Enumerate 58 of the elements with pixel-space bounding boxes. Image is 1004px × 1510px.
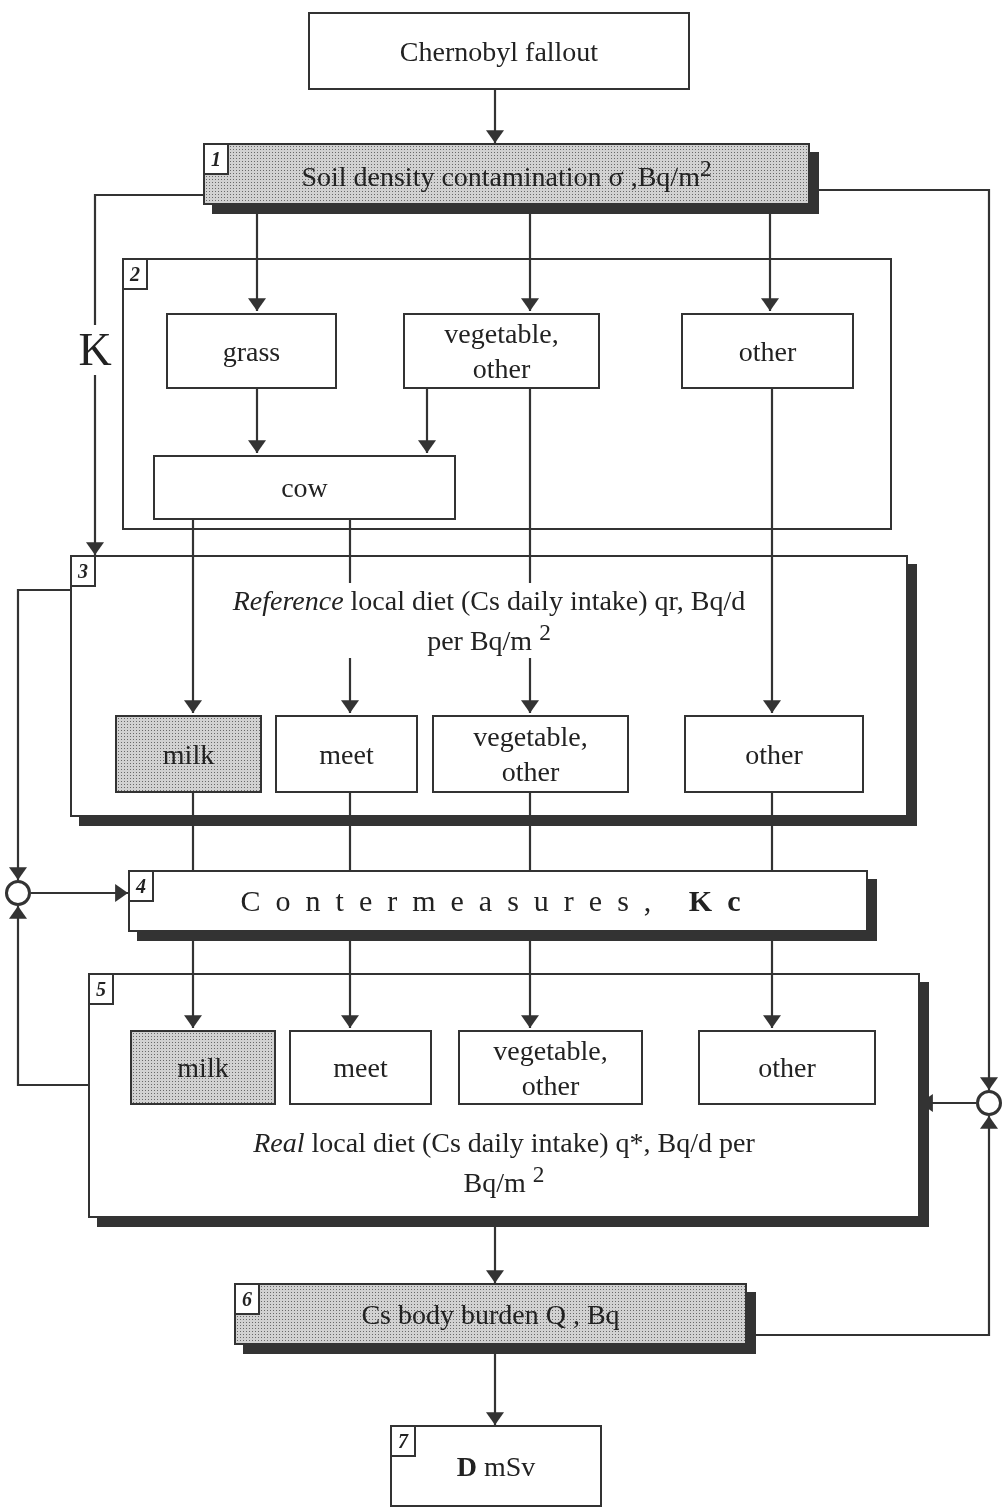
step-number: 2	[124, 260, 148, 290]
process-box	[390, 1425, 602, 1507]
process-box	[684, 715, 864, 793]
box-label: cow	[281, 471, 328, 505]
box-label: vegetable, other	[443, 317, 560, 386]
box-label: vegetable, other	[492, 1033, 609, 1103]
box-label: meet	[333, 1051, 388, 1085]
box-label: Real local diet (Cs daily intake) q*, Bq/d per Bq/m $^{2}$	[252, 1125, 756, 1200]
arrow	[31, 884, 128, 902]
step-number: 6	[236, 1285, 260, 1315]
arrow	[248, 387, 266, 453]
box-label: milk	[177, 1051, 229, 1085]
process-box	[308, 12, 690, 90]
process-box	[153, 455, 456, 520]
arrow	[9, 906, 88, 1087]
arrow	[9, 588, 70, 880]
process-box	[275, 715, 418, 793]
connector-line	[528, 791, 532, 870]
process-box	[458, 1030, 643, 1105]
box-label: Soil density contamination σ ,Bq/m$^{2}$	[301, 153, 712, 195]
arrow	[184, 518, 202, 713]
box-label: Cs body burden Q , Bq	[361, 1297, 620, 1332]
junction-circle	[976, 1090, 1002, 1116]
arrow	[86, 193, 203, 555]
box-label: milk	[162, 737, 215, 772]
box-label: Contermeasures, Kc	[240, 883, 756, 920]
box-label: meet	[319, 737, 374, 772]
arrow	[763, 387, 781, 713]
step-number: 5	[90, 975, 114, 1005]
box-label: grass	[222, 334, 281, 369]
step-number: 7	[392, 1427, 416, 1457]
box-label: D mSv	[456, 1449, 536, 1484]
box-label: other	[738, 334, 797, 369]
process-box	[130, 1030, 276, 1105]
process-box	[166, 313, 337, 389]
box-label: vegetable, other	[472, 720, 589, 789]
box-label: Chernobyl fallout	[399, 34, 599, 69]
step-number: 4	[130, 872, 154, 902]
box-label: other	[758, 1051, 816, 1085]
process-box	[698, 1030, 876, 1105]
process-box	[115, 715, 262, 793]
box-label: other	[745, 737, 803, 772]
edge-label: K	[78, 325, 112, 375]
junction-circle	[5, 880, 31, 906]
arrow	[418, 387, 436, 453]
arrow	[486, 90, 504, 143]
arrow	[521, 387, 539, 713]
process-box	[681, 313, 854, 389]
step-number: 3	[72, 557, 96, 587]
connector-line	[191, 791, 195, 870]
step-number: 1	[205, 145, 229, 175]
process-box	[289, 1030, 432, 1105]
connector-line	[770, 791, 774, 870]
process-box	[403, 313, 600, 389]
group-box	[122, 258, 892, 530]
connector-line	[348, 791, 352, 870]
process-box	[432, 715, 629, 793]
arrow	[341, 518, 359, 713]
